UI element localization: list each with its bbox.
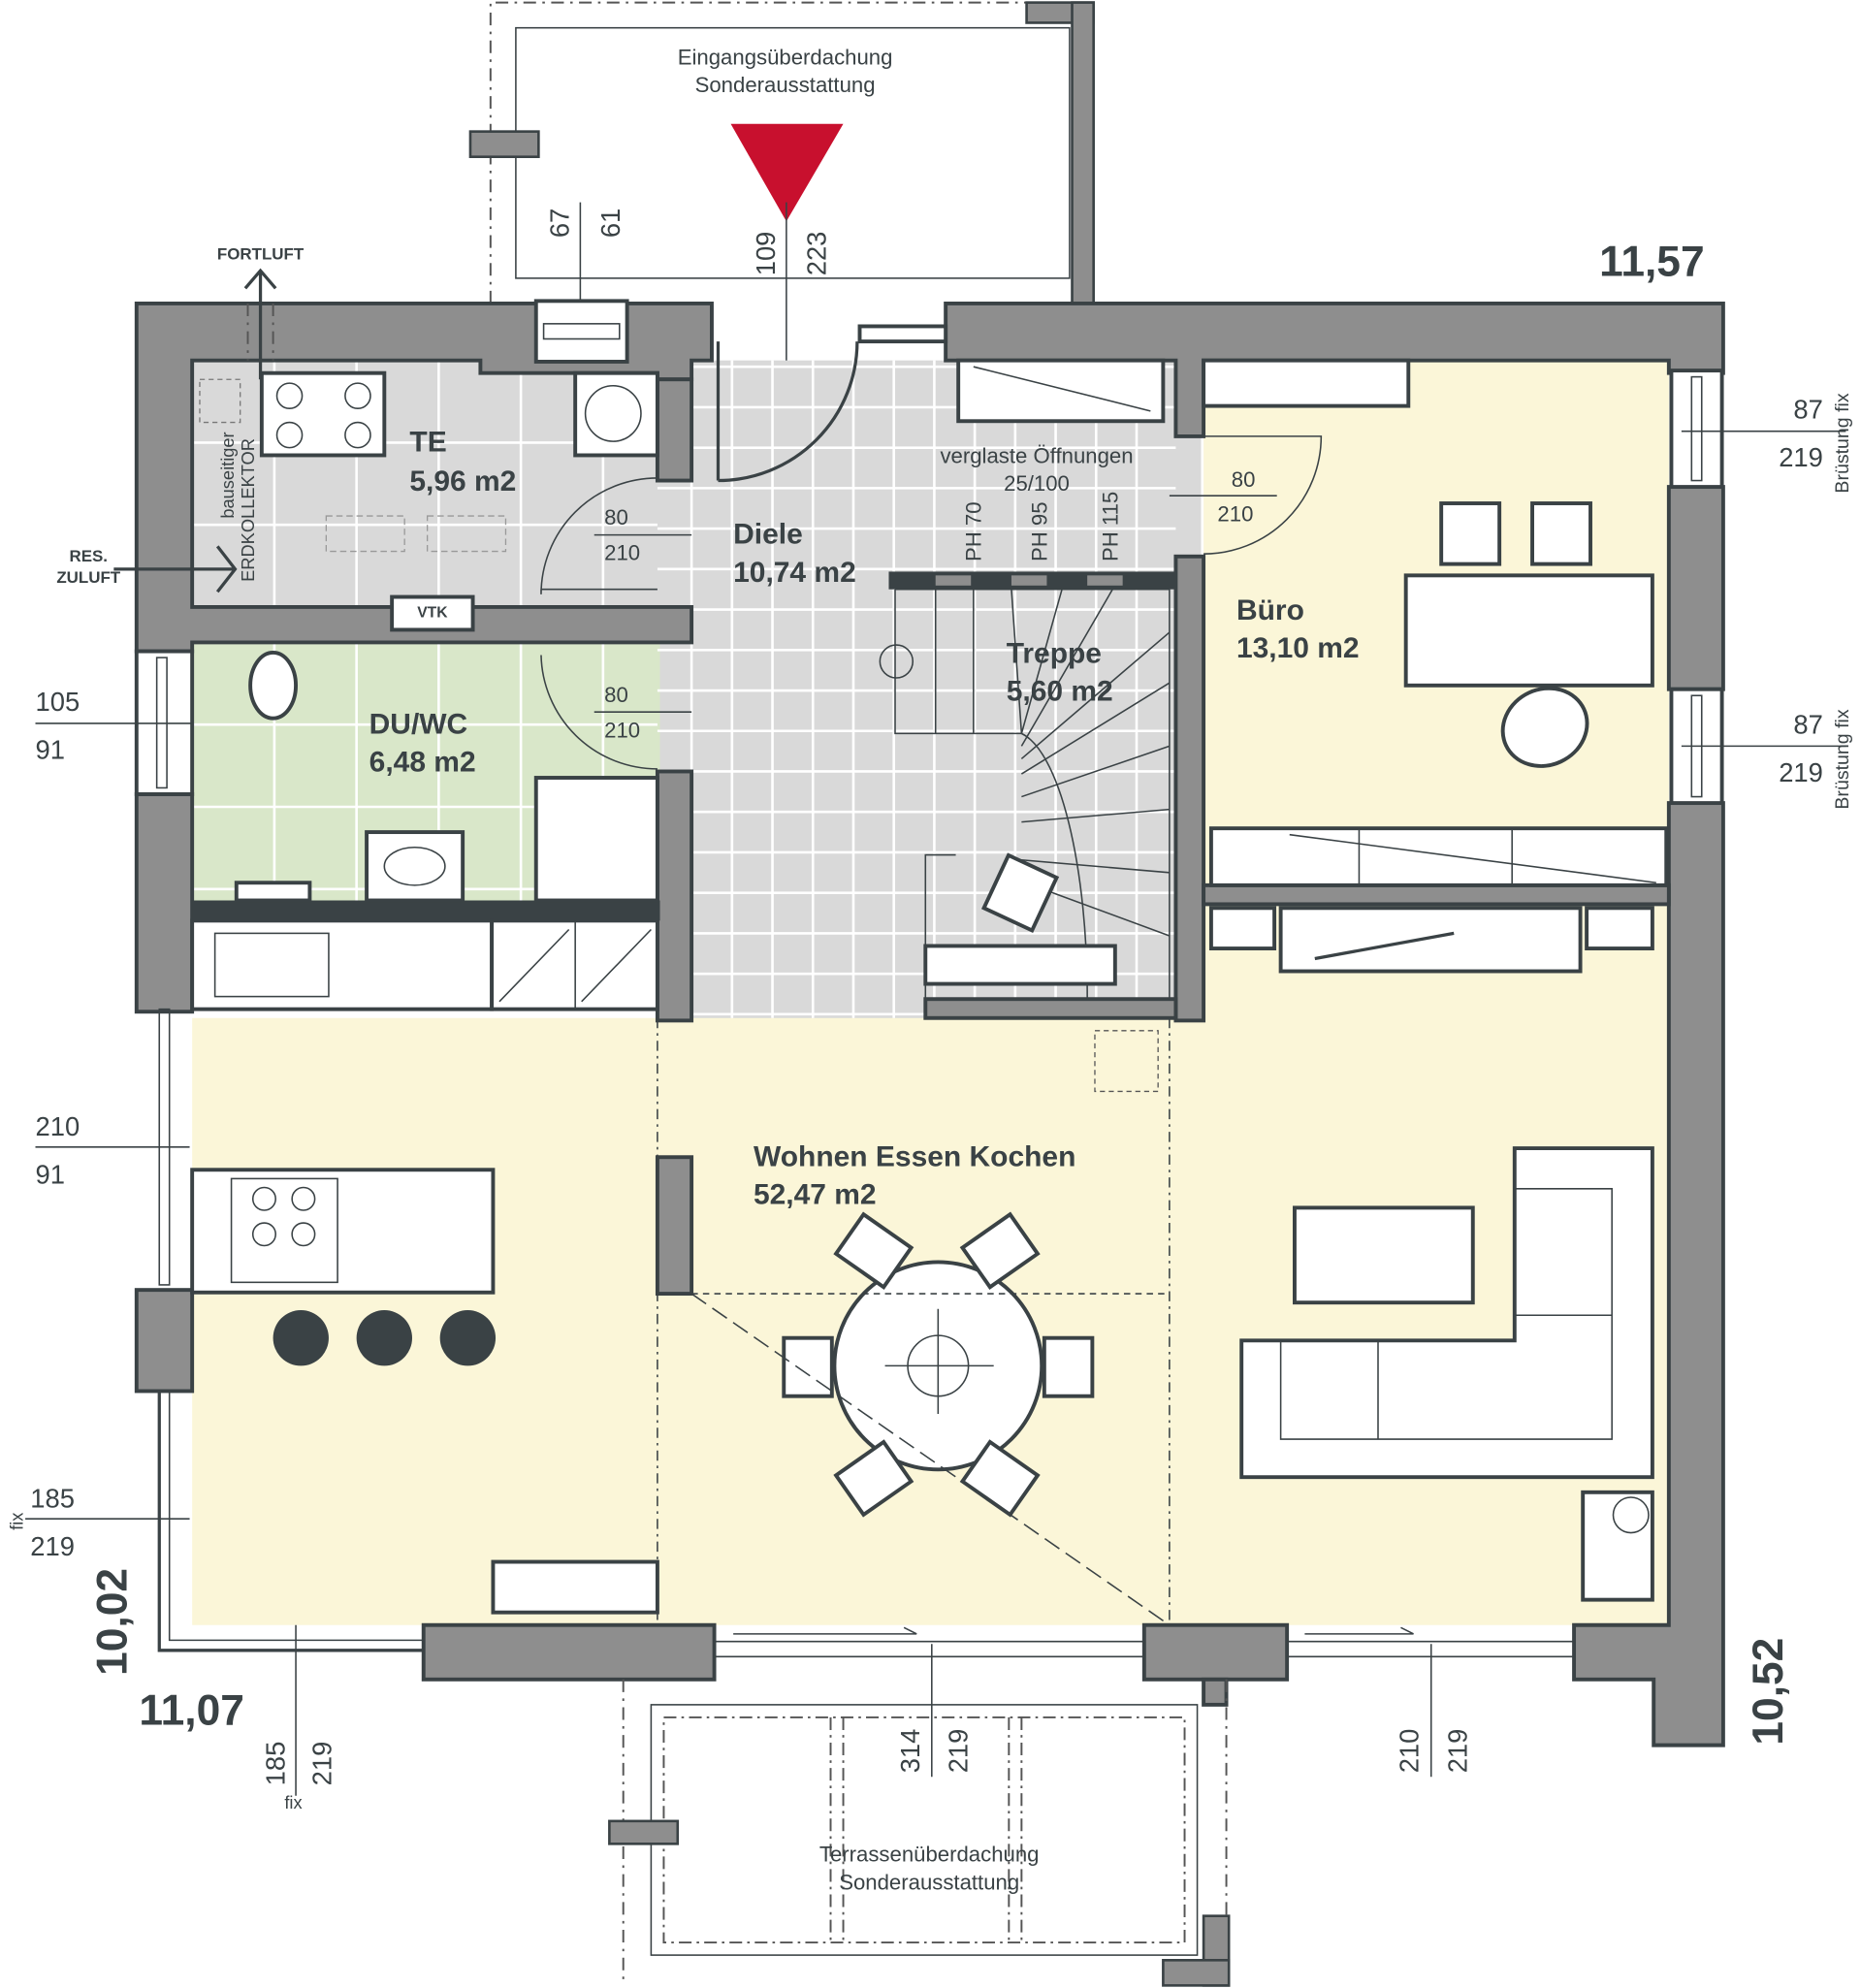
room-wohnen-area: 52,47 m2 bbox=[754, 1178, 877, 1210]
room-wohnen-name: Wohnen Essen Kochen bbox=[754, 1140, 1075, 1172]
window-buero-bottom-width: 87 bbox=[1793, 709, 1822, 739]
room-te-name: TE bbox=[409, 427, 446, 459]
room-diele-area: 10,74 m2 bbox=[733, 557, 856, 589]
glazing-label-2: 25/100 bbox=[1004, 471, 1070, 496]
entrance-canopy-label-1: Eingangsüberdachung bbox=[678, 46, 893, 70]
terrace-canopy: Terrassenüberdachung Sonderausstattung bbox=[608, 1679, 1231, 1987]
glazed-openings bbox=[956, 358, 1166, 424]
overall-right-depth: 10,52 bbox=[1745, 1638, 1792, 1746]
door-duwc-width: 80 bbox=[604, 683, 628, 707]
entrance-dim-61: 61 bbox=[595, 208, 626, 238]
supply-arrow-icon bbox=[113, 545, 238, 593]
kitchen-furniture bbox=[190, 918, 659, 1615]
terrace-door-1-height: 219 bbox=[943, 1729, 973, 1774]
door-entrance bbox=[716, 341, 859, 483]
entrance-canopy-label-2: Sonderausstattung bbox=[695, 73, 876, 97]
entrance-canopy: Eingangsüberdachung Sonderausstattung 67… bbox=[468, 1, 1095, 373]
duwc-furniture bbox=[234, 650, 659, 903]
room-duwc-area: 6,48 m2 bbox=[369, 746, 476, 778]
dining-furniture bbox=[657, 1017, 1171, 1626]
staircase bbox=[879, 571, 1176, 1000]
te-furniture bbox=[259, 370, 659, 553]
window-buero-top-width: 87 bbox=[1793, 395, 1822, 425]
door-duwc: 80 210 bbox=[540, 655, 692, 770]
door-te-height: 210 bbox=[604, 541, 640, 565]
terrace-door-1-width: 314 bbox=[895, 1729, 925, 1774]
collector-label-1: bauseitiger bbox=[217, 432, 238, 518]
entrance-dim-109: 109 bbox=[751, 232, 781, 276]
window-left-corner-height: 219 bbox=[30, 1531, 75, 1561]
window-left-corner-width: 185 bbox=[30, 1483, 75, 1513]
room-buero-name: Büro bbox=[1236, 594, 1304, 626]
window-bottom-corner-width: 185 bbox=[260, 1742, 290, 1786]
window-bottom-corner-height: 219 bbox=[307, 1742, 337, 1786]
exhaust-arrow-icon bbox=[243, 268, 277, 380]
door-buero-width: 80 bbox=[1232, 467, 1256, 492]
glazing-label-1: verglaste Öffnungen bbox=[940, 443, 1133, 467]
glazing-ph-70: PH 70 bbox=[962, 501, 986, 561]
overall-top-width: 11,57 bbox=[1599, 238, 1704, 285]
glazing-ph-95: PH 95 bbox=[1027, 501, 1051, 561]
ventilation: FORTLUFT RES. ZULUFT bauseitiger ERDKOLL… bbox=[56, 244, 475, 632]
door-buero-height: 210 bbox=[1217, 501, 1253, 526]
window-buero-top-dims: 87 219 Brüstung fix bbox=[1681, 393, 1853, 494]
window-buero-top-note: Brüstung fix bbox=[1832, 393, 1853, 493]
window-buero-bottom-dims: 87 219 Brüstung fix bbox=[1681, 709, 1853, 810]
room-duwc-name: DU/WC bbox=[369, 708, 468, 740]
living-furniture bbox=[1208, 906, 1654, 1602]
entrance-triangle-icon bbox=[730, 123, 844, 222]
window-buero-bottom-height: 219 bbox=[1779, 757, 1823, 787]
window-bottom-corner-note: fix bbox=[284, 1792, 302, 1812]
supply-label-1: RES. bbox=[69, 547, 108, 565]
room-treppe-area: 5,60 m2 bbox=[1007, 675, 1113, 707]
window-buero-bottom-note: Brüstung fix bbox=[1832, 709, 1853, 809]
exhaust-label: FORTLUFT bbox=[217, 244, 305, 263]
terrace-canopy-label-1: Terrassenüberdachung bbox=[819, 1843, 1040, 1867]
door-te-width: 80 bbox=[604, 505, 628, 529]
buero-furniture bbox=[1202, 358, 1669, 887]
window-duwc-height: 91 bbox=[36, 734, 65, 764]
window-kitchen-height: 91 bbox=[36, 1160, 65, 1190]
overall-left-depth: 10,02 bbox=[88, 1568, 136, 1676]
window-left-corner-note: fix bbox=[6, 1513, 26, 1530]
supply-label-2: ZULUFT bbox=[56, 568, 120, 587]
collector-label-2: ERDKOLLEKTOR bbox=[238, 438, 258, 582]
room-buero-area: 13,10 m2 bbox=[1236, 632, 1360, 664]
window-buero-top-height: 219 bbox=[1779, 442, 1823, 472]
overall-bottom-width: 11,07 bbox=[139, 1687, 243, 1735]
terrace-canopy-label-2: Sonderausstattung bbox=[839, 1870, 1019, 1894]
window-duwc-width: 105 bbox=[36, 687, 80, 717]
glazing-ph-115: PH 115 bbox=[1098, 492, 1122, 561]
entrance-dim-223: 223 bbox=[801, 232, 831, 276]
door-buero: 80 210 bbox=[1169, 435, 1323, 555]
terrace-door-2-height: 219 bbox=[1442, 1729, 1472, 1774]
door-duwc-height: 210 bbox=[604, 718, 640, 742]
window-kitchen-width: 210 bbox=[36, 1111, 80, 1141]
terrace-door-2-width: 210 bbox=[1395, 1729, 1425, 1774]
room-treppe-name: Treppe bbox=[1007, 637, 1102, 669]
entrance-dim-67: 67 bbox=[545, 208, 575, 238]
door-te: 80 210 bbox=[540, 477, 692, 594]
vtk-label: VTK bbox=[417, 604, 448, 621]
room-te-area: 5,96 m2 bbox=[409, 465, 516, 497]
room-diele-name: Diele bbox=[733, 519, 803, 551]
